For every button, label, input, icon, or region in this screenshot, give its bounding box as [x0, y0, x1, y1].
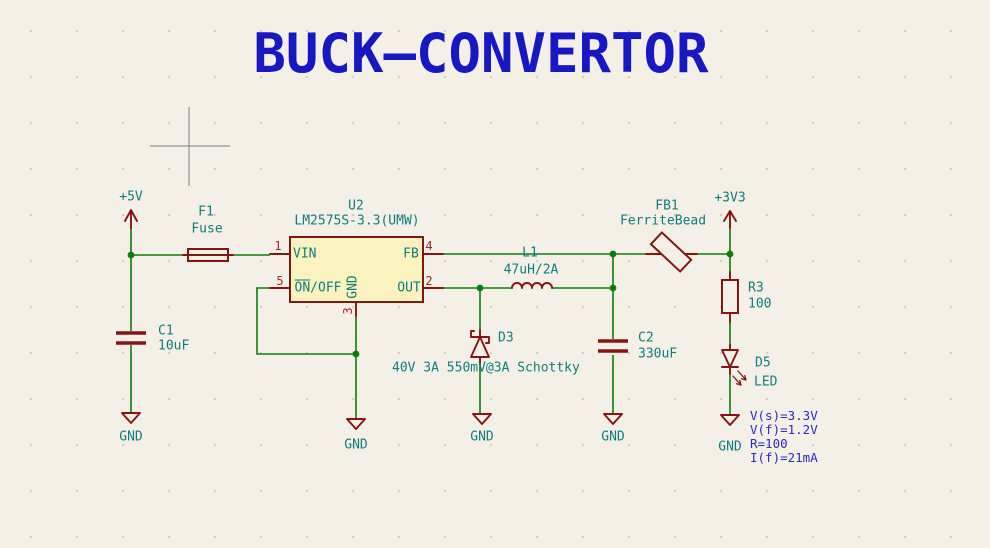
wire-net-5v[interactable]	[130, 228, 270, 413]
led-d5-ref[interactable]: D5	[755, 355, 771, 371]
inductor-l1-ref[interactable]: L1	[522, 245, 538, 261]
diode-d3-ref[interactable]: D3	[498, 330, 514, 346]
capacitor-c1-symbol[interactable]	[116, 331, 146, 345]
pin-label-vin: VIN	[293, 246, 317, 262]
power-flag-3v3-icon[interactable]	[723, 210, 737, 229]
gnd-label-c1[interactable]: GND	[119, 429, 143, 445]
power-flag-5v-icon[interactable]	[124, 209, 138, 229]
wire-net-onoff-gnd[interactable]	[256, 287, 357, 419]
inductor-l1-value[interactable]: 47uH/2A	[503, 262, 559, 278]
cursor-crosshair	[150, 107, 230, 186]
pin-label-onoff: ON/OFF	[295, 282, 342, 295]
resistor-r3-ref[interactable]: R3	[748, 280, 764, 296]
inductor-l1-symbol[interactable]	[511, 282, 553, 289]
capacitor-c2-symbol[interactable]	[598, 339, 628, 353]
fuse-f1-value[interactable]: Fuse	[191, 221, 223, 237]
pin-number-4: 4	[425, 239, 433, 253]
schematic-title[interactable]: BUCK–CONVERTOR	[253, 22, 709, 85]
pin-number-5: 5	[276, 274, 284, 288]
ic-u2-symbol[interactable]	[269, 236, 444, 317]
pin-label-fb: FB	[403, 246, 419, 262]
diode-d3-symbol[interactable]	[470, 329, 490, 365]
gnd-label-u2[interactable]: GND	[344, 437, 368, 453]
wire-net-fb-out[interactable]	[443, 253, 730, 414]
pin-label-out: OUT	[397, 280, 421, 296]
note-r[interactable]: R=100	[750, 435, 788, 451]
capacitor-c1-ref[interactable]: C1	[158, 323, 174, 339]
ic-u2-value[interactable]: LM2575S-3.3(UMW)	[294, 213, 420, 229]
junction-dots	[127, 250, 734, 358]
gnd-symbol-c1[interactable]	[121, 412, 141, 424]
ferrite-bead-fb1-value[interactable]: FerriteBead	[619, 213, 707, 229]
diode-d3-note[interactable]: 40V 3A 550mV@3A Schottky	[392, 360, 580, 376]
pin-label-off: /OFF	[310, 280, 342, 296]
fuse-f1-ref[interactable]: F1	[198, 204, 214, 220]
gnd-label-c2[interactable]: GND	[601, 429, 625, 445]
ic-u2-ref[interactable]: U2	[348, 198, 364, 214]
power-flag-5v-label[interactable]: +5V	[119, 189, 143, 205]
capacitor-c1-value[interactable]: 10uF	[158, 338, 190, 354]
led-d5-value[interactable]: LED	[754, 374, 778, 390]
gnd-label-d5[interactable]: GND	[718, 439, 742, 455]
ferrite-bead-fb1-ref[interactable]: FB1	[655, 198, 679, 214]
gnd-symbols[interactable]	[121, 412, 740, 430]
pin-label-gnd: GND	[345, 275, 361, 299]
gnd-symbol-d5[interactable]	[720, 414, 740, 426]
pin-label-on: ON	[294, 280, 311, 296]
gnd-label-d3[interactable]: GND	[470, 429, 494, 445]
pin-number-3: 3	[341, 307, 355, 315]
ferrite-bead-fb1-symbol[interactable]	[645, 231, 698, 273]
gnd-symbol-c2[interactable]	[603, 413, 623, 425]
pin-number-2: 2	[425, 274, 433, 288]
power-flag-3v3-label[interactable]: +3V3	[714, 190, 746, 206]
note-if[interactable]: I(f)=21mA	[750, 449, 818, 465]
capacitor-c2-ref[interactable]: C2	[638, 330, 654, 346]
fuse-f1-symbol[interactable]	[182, 248, 234, 262]
resistor-r3-symbol[interactable]	[721, 271, 739, 323]
led-d5-symbol[interactable]	[721, 344, 747, 386]
note-vf[interactable]: V(f)=1.2V	[750, 421, 818, 437]
pin-number-1: 1	[274, 239, 282, 253]
led-emission-arrows-icon	[732, 370, 747, 386]
resistor-r3-value[interactable]: 100	[748, 296, 772, 312]
capacitor-c2-value[interactable]: 330uF	[638, 346, 678, 362]
gnd-symbol-d3[interactable]	[472, 413, 492, 425]
note-vs[interactable]: V(s)=3.3V	[750, 407, 818, 423]
gnd-symbol-u2[interactable]	[346, 418, 366, 430]
